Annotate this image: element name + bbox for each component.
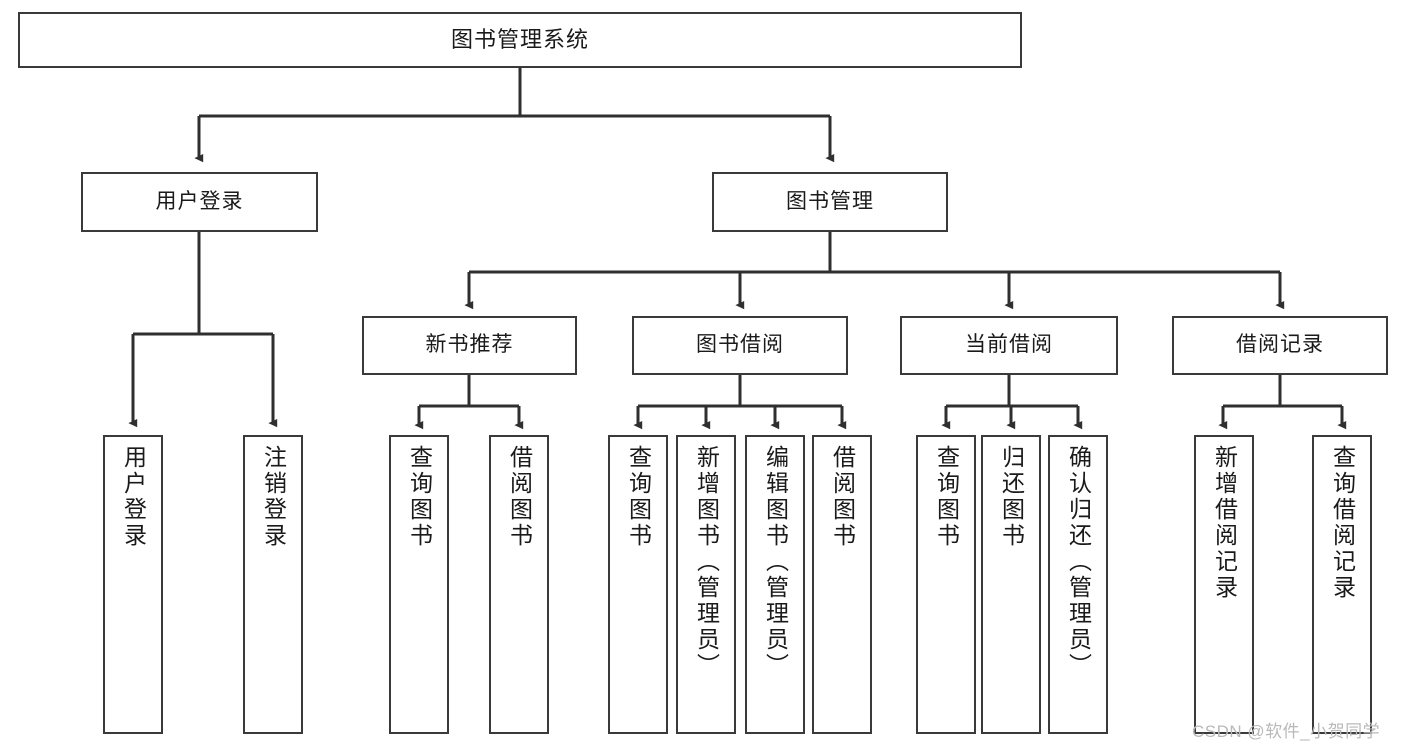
node-user-login[interactable]: 用户登录: [81, 172, 318, 232]
node-label: 借阅记录: [1236, 333, 1324, 357]
node-label: 图书管理: [786, 189, 874, 213]
leaf-borrow-record-add[interactable]: 新增借阅记录: [1194, 435, 1254, 734]
leaf-current-borrow-query[interactable]: 查询图书: [916, 435, 976, 734]
leaf-user-login-login[interactable]: 用户登录: [103, 435, 163, 734]
node-current-borrow[interactable]: 当前借阅: [900, 316, 1118, 375]
node-label: 新增图书（管理员）: [693, 445, 720, 679]
node-label: 用户登录: [120, 445, 147, 549]
node-borrow-record[interactable]: 借阅记录: [1172, 316, 1388, 375]
node-new-book-recommend[interactable]: 新书推荐: [362, 316, 577, 375]
node-label: 查询借阅记录: [1329, 445, 1356, 601]
node-label: 新增借阅记录: [1211, 445, 1238, 601]
node-book-management-system[interactable]: 图书管理系统: [18, 12, 1022, 68]
node-label: 图书借阅: [696, 333, 784, 357]
leaf-new-book-borrow[interactable]: 借阅图书: [489, 435, 549, 734]
node-label: 借阅图书: [506, 445, 533, 549]
node-label: 图书管理系统: [450, 26, 589, 52]
node-book-borrow[interactable]: 图书借阅: [632, 316, 848, 375]
leaf-book-borrow-edit[interactable]: 编辑图书（管理员）: [745, 435, 805, 734]
node-label: 新书推荐: [425, 333, 514, 357]
node-label: 用户登录: [155, 189, 244, 213]
node-label: 编辑图书（管理员）: [762, 445, 789, 679]
node-label: 归还图书: [998, 445, 1025, 549]
csdn-watermark: CSDN @软件_小贺同学: [1192, 722, 1381, 741]
leaf-book-borrow-query[interactable]: 查询图书: [608, 435, 668, 734]
leaf-book-borrow-borrow[interactable]: 借阅图书: [812, 435, 872, 734]
node-label: 确认归还（管理员）: [1065, 445, 1092, 679]
leaf-borrow-record-query[interactable]: 查询借阅记录: [1312, 435, 1372, 734]
leaf-current-borrow-return[interactable]: 归还图书: [981, 435, 1041, 734]
leaf-user-login-logout[interactable]: 注销登录: [243, 435, 303, 734]
node-label: 查询图书: [406, 445, 433, 549]
node-label: 当前借阅: [965, 333, 1053, 357]
node-book-management[interactable]: 图书管理: [712, 172, 948, 232]
node-label: 借阅图书: [829, 445, 856, 549]
node-label: 注销登录: [260, 445, 287, 549]
node-label: 查询图书: [933, 445, 960, 549]
leaf-current-borrow-confirm-return[interactable]: 确认归还（管理员）: [1048, 435, 1108, 734]
leaf-book-borrow-add[interactable]: 新增图书（管理员）: [676, 435, 736, 734]
leaf-new-book-query[interactable]: 查询图书: [389, 435, 449, 734]
node-label: 查询图书: [625, 445, 652, 549]
